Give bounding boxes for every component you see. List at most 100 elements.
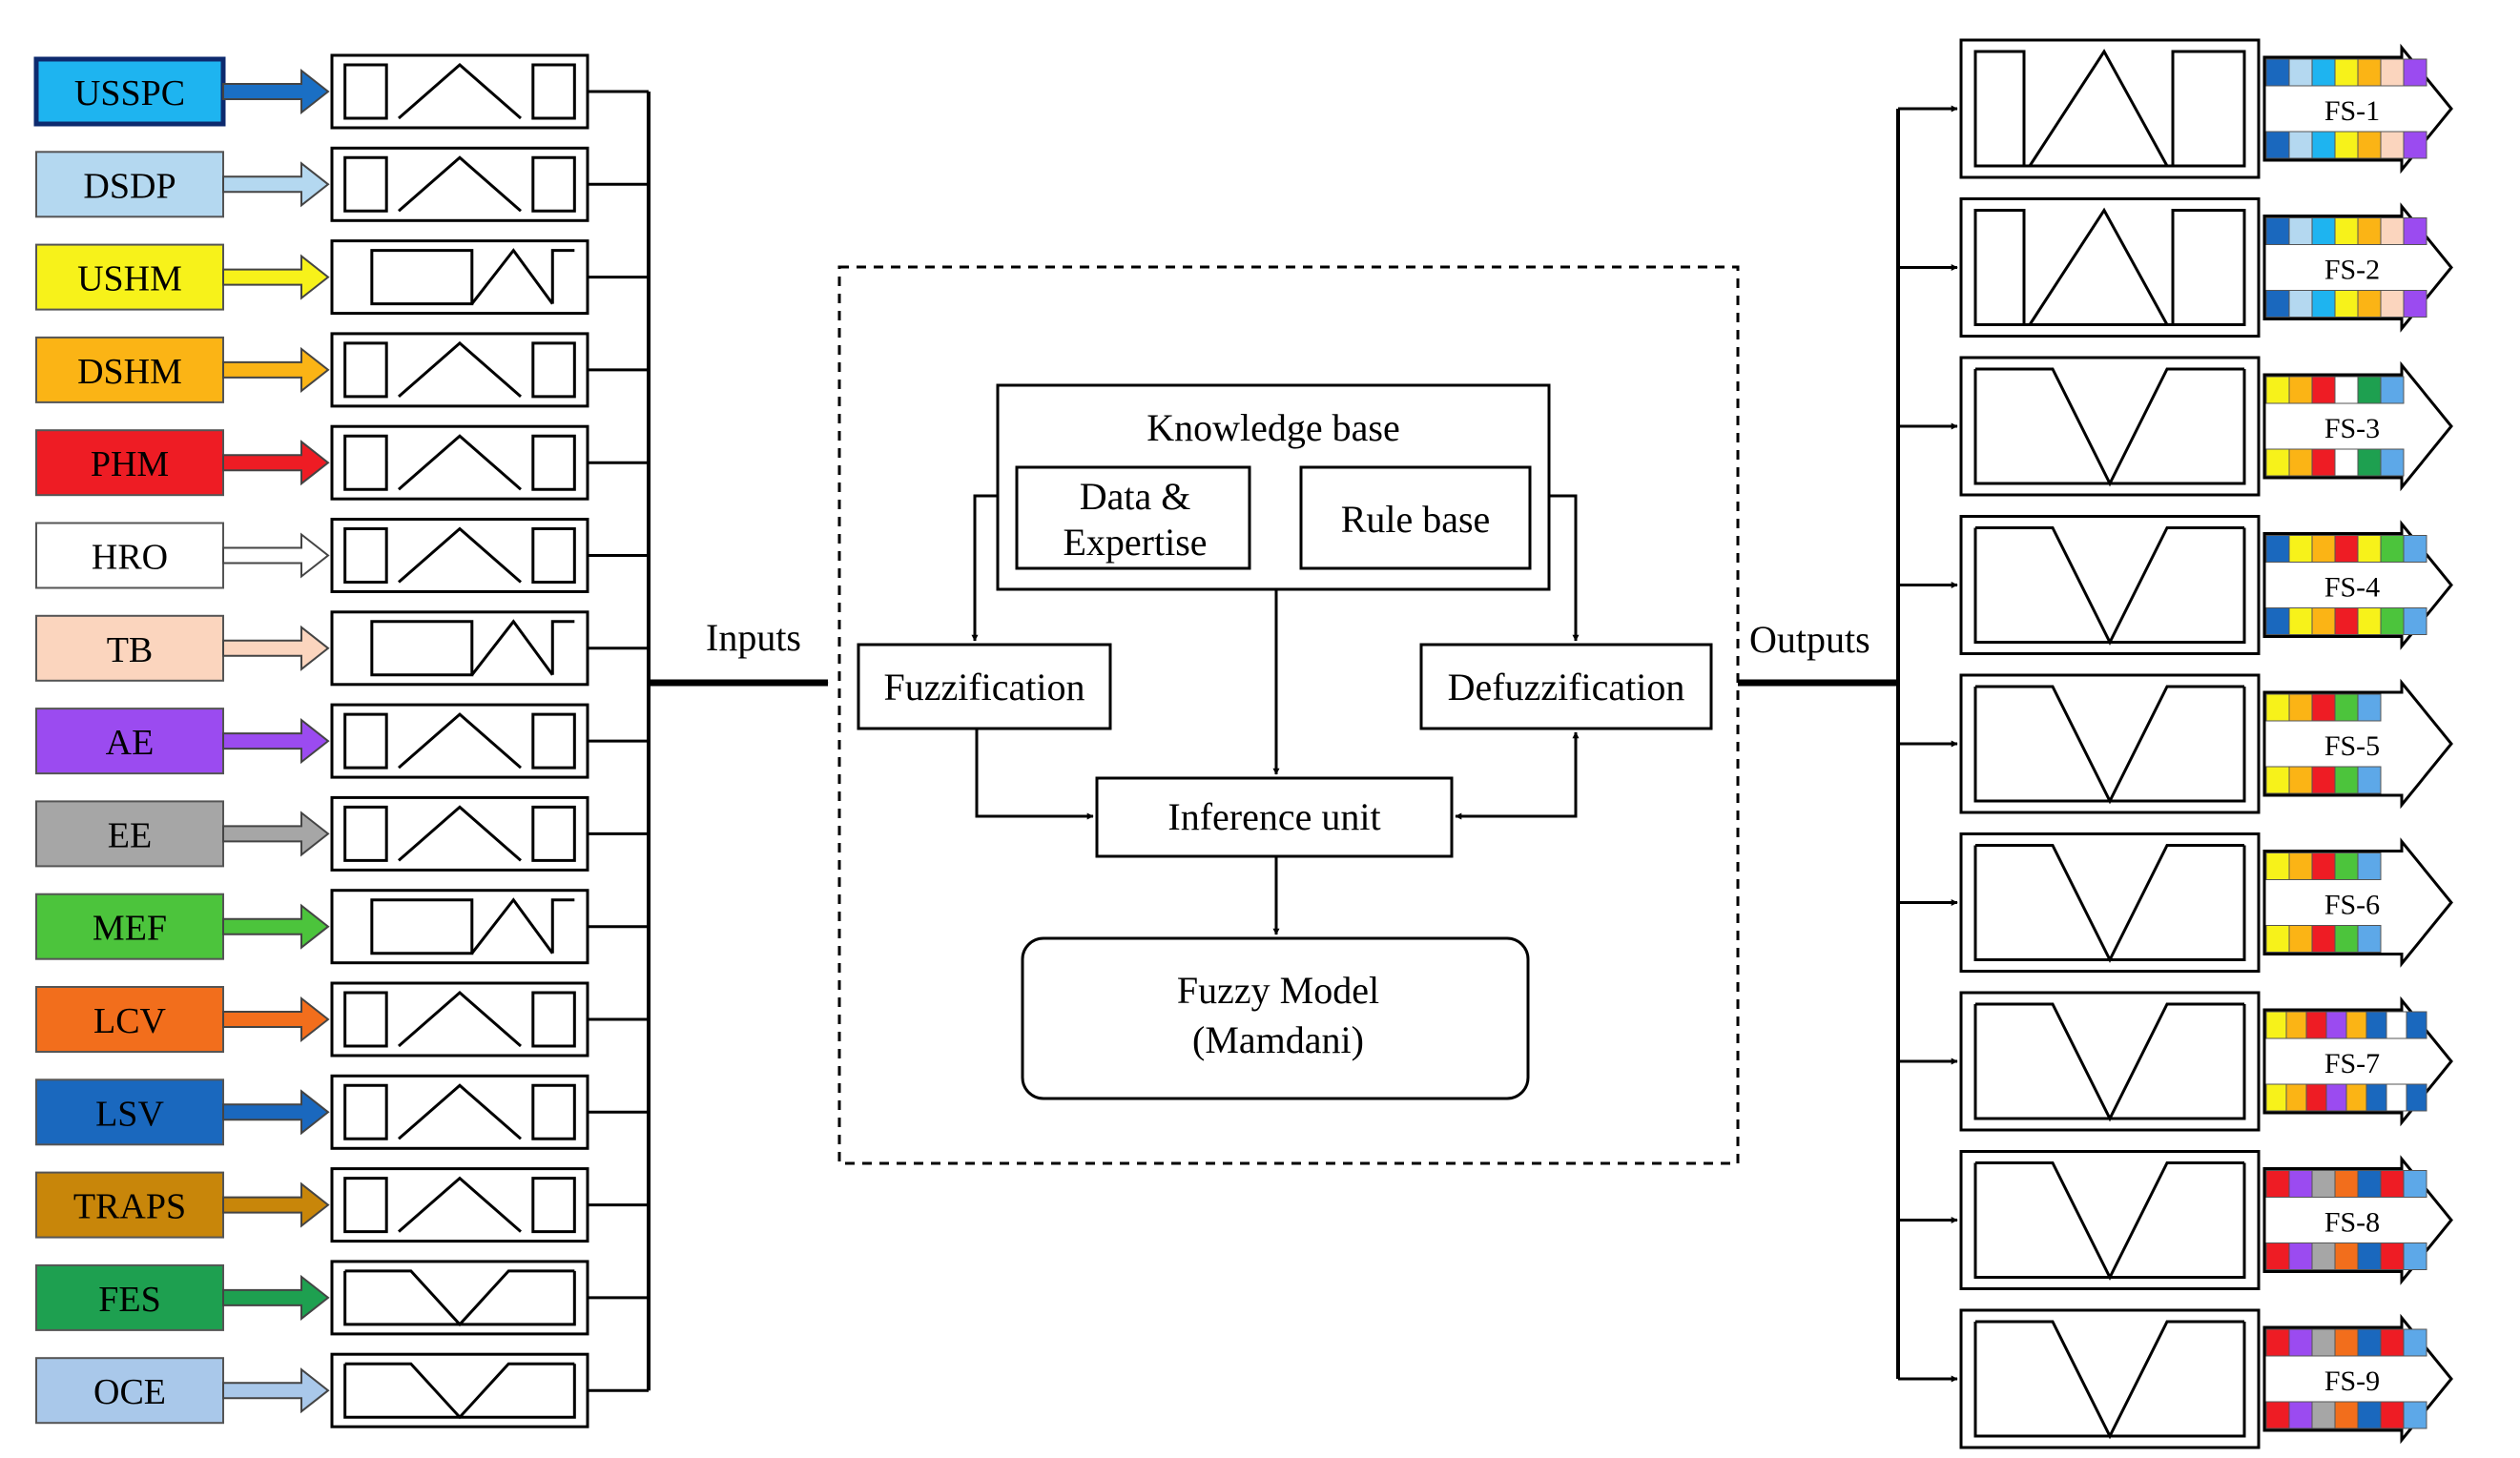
output-swatch-bottom	[2334, 1401, 2359, 1429]
output-row: FS-5	[1959, 673, 2453, 814]
output-swatch-top	[2288, 58, 2313, 87]
input-membership-box	[330, 795, 589, 872]
fuzzification-box	[857, 643, 1112, 730]
input-label: OCE	[93, 1372, 166, 1412]
membership-function-icon	[370, 897, 575, 955]
input-arrow-icon	[222, 532, 330, 579]
input-row: LCV	[35, 981, 589, 1058]
input-arrow-icon	[222, 440, 330, 486]
output-swatch-top	[2386, 1011, 2407, 1039]
output-swatch-bottom	[2265, 131, 2290, 159]
fuzzy-system-box	[837, 265, 1740, 1165]
output-swatch-top	[2334, 1170, 2359, 1198]
output-swatch-bottom	[2265, 1083, 2287, 1112]
output-swatch-bottom	[2380, 1242, 2405, 1270]
output-swatch-top	[2311, 1170, 2336, 1198]
output-swatch-top	[2357, 58, 2382, 87]
input-label: LCV	[93, 1001, 167, 1041]
output-label: FS-4	[2324, 572, 2380, 604]
input-label-background	[35, 336, 224, 403]
data-expertise-box	[1015, 465, 1251, 570]
output-swatch-top	[2265, 693, 2290, 722]
output-swatch-top	[2334, 58, 2359, 87]
output-swatch-bottom	[2265, 1242, 2290, 1270]
input-label: DSHM	[77, 352, 182, 392]
input-row: MEF	[35, 889, 589, 965]
input-label: USHM	[77, 259, 182, 299]
output-swatch-bottom	[2265, 1401, 2290, 1429]
output-swatch-top	[2285, 1011, 2307, 1039]
output-membership-box	[1959, 673, 2261, 814]
input-row: LSV	[35, 1074, 589, 1150]
output-swatch-bottom	[2288, 131, 2313, 159]
outputs-bus	[1896, 105, 1958, 1383]
output-tag: FS-7	[2262, 996, 2453, 1127]
input-label-box: DSDP	[35, 151, 224, 218]
output-swatch-bottom	[2345, 1083, 2367, 1112]
output-swatch-top	[2403, 535, 2427, 563]
input-row: USHM	[35, 239, 589, 316]
input-label-background	[35, 1357, 224, 1425]
output-swatch-top	[2357, 1328, 2382, 1357]
output-label: FS-8	[2324, 1207, 2380, 1239]
membership-function-icon	[343, 1176, 576, 1234]
membership-function-icon	[1973, 367, 2246, 487]
input-arrow-icon	[222, 625, 330, 671]
output-swatch-top	[2288, 1170, 2313, 1198]
output-swatch-bottom	[2288, 1242, 2313, 1270]
fuzzification-label: Fuzzification	[883, 666, 1084, 708]
input-label-box: USHM	[35, 243, 224, 311]
input-label-background	[33, 56, 226, 127]
outputs-label: Outputs	[1749, 618, 1870, 661]
output-swatch-bottom	[2334, 925, 2359, 953]
output-swatch-top	[2288, 852, 2313, 880]
output-membership-box	[1959, 1150, 2261, 1290]
output-swatch-bottom	[2265, 290, 2290, 318]
input-membership-box	[330, 703, 589, 779]
output-swatch-top	[2403, 217, 2427, 245]
output-swatch-top	[2334, 217, 2359, 245]
input-label-box: HRO	[35, 522, 224, 589]
input-arrow-icon	[222, 161, 330, 208]
membership-function-icon	[343, 526, 576, 584]
output-swatch-bottom	[2334, 607, 2359, 635]
input-row: AE	[35, 703, 589, 779]
input-arrow-icon	[222, 903, 330, 950]
output-swatch-top	[2357, 535, 2382, 563]
output-swatch-bottom	[2288, 766, 2313, 794]
output-membership-box	[1959, 832, 2261, 973]
output-label: FS-6	[2324, 890, 2380, 921]
input-membership-box	[330, 53, 589, 130]
membership-function-icon	[343, 1269, 576, 1327]
input-membership-box	[330, 981, 589, 1058]
output-swatch-top	[2288, 535, 2313, 563]
input-arrow-icon	[222, 996, 330, 1043]
membership-function-icon	[1973, 685, 2246, 805]
input-label: TB	[107, 630, 154, 670]
output-swatch-bottom	[2311, 131, 2336, 159]
output-swatch-bottom	[2311, 290, 2336, 318]
input-membership-box	[330, 610, 589, 687]
input-row: TRAPS	[35, 1167, 589, 1243]
output-swatch-top	[2305, 1011, 2327, 1039]
input-row: DSDP	[35, 146, 589, 222]
membership-function-icon	[343, 340, 576, 399]
input-arrow-icon	[222, 1274, 330, 1321]
membership-function-icon	[343, 991, 576, 1048]
input-label-background	[35, 522, 224, 589]
kb-to-fuzzification-arrow	[971, 494, 998, 642]
inputs-bus	[588, 90, 651, 1392]
input-label: HRO	[92, 538, 168, 578]
output-swatch-bottom	[2403, 290, 2427, 318]
output-label: FS-3	[2324, 413, 2380, 444]
output-label: FS-9	[2324, 1366, 2380, 1397]
output-swatch-top	[2357, 852, 2382, 880]
membership-function-icon	[1973, 1002, 2246, 1122]
output-swatch-top	[2357, 376, 2382, 404]
output-swatch-top	[2265, 376, 2290, 404]
fuzzy-model-box	[1021, 936, 1530, 1100]
input-arrow-icon	[222, 811, 330, 857]
output-swatch-top	[2311, 1328, 2336, 1357]
output-swatch-bottom	[2334, 131, 2359, 159]
input-label-box: TRAPS	[35, 1171, 224, 1239]
